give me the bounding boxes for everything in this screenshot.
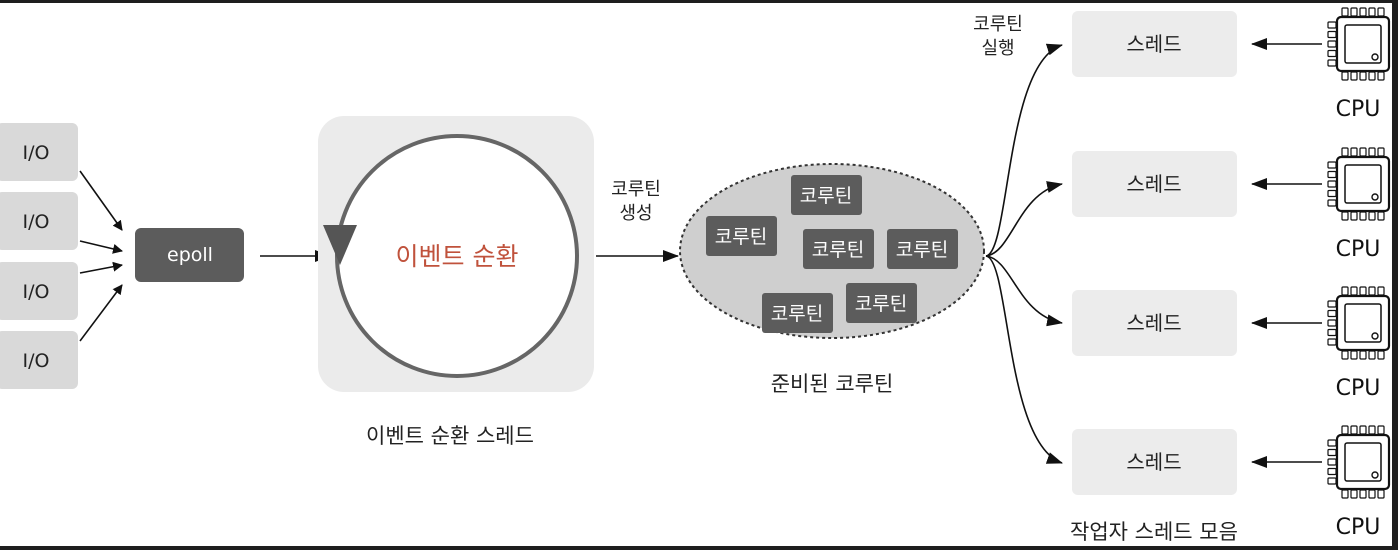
coroutine-chip-label: 코루틴 [715,226,767,248]
io-to-epoll-arrows [79,170,123,342]
thread-box [1072,11,1237,77]
coroutine-chips: 코루틴 코루틴 코루틴 코루틴 코루틴 코루틴 [706,175,958,333]
coroutine-chip-label: 코루틴 [771,303,823,325]
thread-label: 스레드 [1126,311,1181,335]
thread-box [1072,429,1237,495]
coroutine-chip [803,229,874,269]
io-box [0,262,78,320]
worker-pool-caption: 작업자 스레드 모음 [1070,520,1238,544]
loop-direction-arrow [323,225,357,265]
coroutine-chip [762,293,833,333]
execute-label-line1: 코루틴 [973,14,1023,35]
thread-label: 스레드 [1126,172,1181,196]
cpu-label: CPU [1336,376,1381,401]
event-loop-label: 이벤트 순환 [396,242,519,271]
thread-label: 스레드 [1126,32,1181,56]
io-group: I/O I/O I/O I/O [0,123,78,389]
coroutine-chip-label: 코루틴 [800,185,852,207]
cpu-label: CPU [1336,97,1381,122]
thread-box [1072,290,1237,356]
architecture-diagram: I/O I/O I/O I/O epoll 이벤트 순환 이벤트 순환 스레드 … [0,7,1391,544]
cpu-chip-icon [1327,7,1391,81]
coroutine-chip [706,216,777,256]
coroutine-chip-label: 코루틴 [855,293,907,315]
coroutine-chip [846,283,917,323]
epoll-box [135,228,244,282]
cpu-label: CPU [1336,237,1381,262]
io-label: I/O [23,142,50,164]
epoll-label: epoll [167,244,213,266]
coroutine-chip [791,175,862,215]
cpu-chip-icon [1327,425,1391,499]
event-loop-caption: 이벤트 순환 스레드 [366,424,534,448]
coroutines-to-threads-arrows [985,43,1063,464]
create-label-line2: 생성 [619,203,652,224]
diagram-canvas: I/O I/O I/O I/O epoll 이벤트 순환 이벤트 순환 스레드 … [0,3,1392,546]
coroutine-chip [887,229,958,269]
io-box [0,123,78,181]
thread-label: 스레드 [1126,450,1181,474]
io-label: I/O [23,281,50,303]
create-label-line1: 코루틴 [611,179,661,200]
ready-coroutines-caption: 준비된 코루틴 [771,372,894,396]
io-box [0,331,78,389]
cpu-chip-icon [1327,286,1391,360]
cpu-group [1327,7,1391,499]
cpu-label: CPU [1336,515,1381,540]
io-box [0,192,78,250]
coroutine-chip-label: 코루틴 [896,239,948,261]
coroutine-chip-label: 코루틴 [812,239,864,261]
cpu-to-thread-arrows [1251,38,1322,468]
io-label: I/O [23,211,50,233]
io-label: I/O [23,350,50,372]
execute-label-line2: 실행 [981,38,1014,59]
thread-box [1072,151,1237,217]
cpu-chip-icon [1327,147,1391,221]
worker-threads: 스레드 스레드 스레드 스레드 [1072,11,1237,495]
